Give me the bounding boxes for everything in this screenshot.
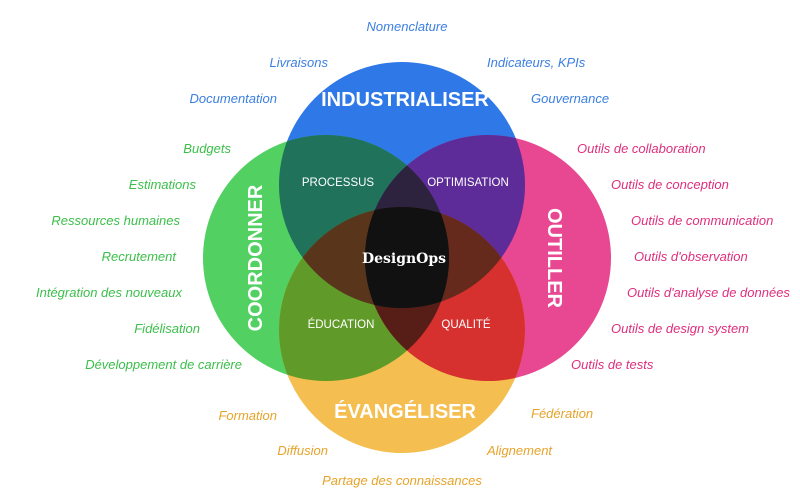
label-education: ÉDUCATION bbox=[308, 318, 375, 331]
item-ressources-humaines: Ressources humaines bbox=[51, 213, 180, 228]
item-estimations: Estimations bbox=[129, 177, 197, 192]
item-documentation: Documentation bbox=[190, 91, 277, 106]
item-indicateurs: Indicateurs, KPIs bbox=[487, 55, 586, 70]
title-evangeliser: ÉVANGÉLISER bbox=[334, 400, 476, 423]
item-outils-collaboration: Outils de collaboration bbox=[577, 141, 706, 156]
title-coordonner: COORDONNER bbox=[245, 184, 267, 331]
item-livraisons: Livraisons bbox=[269, 55, 328, 70]
overlap-core bbox=[365, 207, 449, 308]
items-industrialiser: Nomenclature Livraisons Indicateurs, KPI… bbox=[190, 19, 610, 106]
item-partage-connaissances: Partage des connaissances bbox=[322, 473, 482, 488]
item-budgets: Budgets bbox=[183, 141, 231, 156]
label-optimisation: OPTIMISATION bbox=[427, 177, 509, 189]
item-alignement: Alignement bbox=[486, 443, 553, 458]
label-designops: DesignOps bbox=[362, 251, 446, 267]
item-fidelisation: Fidélisation bbox=[134, 321, 200, 336]
title-outiller: OUTILLER bbox=[543, 208, 565, 309]
items-evangeliser: Formation Fédération Diffusion Alignemen… bbox=[218, 406, 593, 488]
items-coordonner: Budgets Estimations Ressources humaines … bbox=[36, 141, 242, 372]
item-gouvernance: Gouvernance bbox=[531, 91, 609, 106]
item-recrutement: Recrutement bbox=[102, 249, 178, 264]
item-outils-analyse: Outils d'analyse de données bbox=[627, 285, 790, 300]
item-outils-design-system: Outils de design system bbox=[611, 321, 749, 336]
item-nomenclature: Nomenclature bbox=[367, 19, 448, 34]
item-outils-communication: Outils de communication bbox=[631, 213, 773, 228]
label-processus: PROCESSUS bbox=[302, 177, 375, 189]
items-outiller: Outils de collaboration Outils de concep… bbox=[571, 141, 790, 372]
item-outils-conception: Outils de conception bbox=[611, 177, 729, 192]
item-outils-observation: Outils d'observation bbox=[634, 249, 748, 264]
item-federation: Fédération bbox=[531, 406, 593, 421]
item-formation: Formation bbox=[218, 408, 277, 423]
label-qualite: QUALITÉ bbox=[441, 318, 491, 331]
title-industrialiser: INDUSTRIALISER bbox=[321, 89, 489, 111]
item-integration: Intégration des nouveaux bbox=[36, 285, 182, 300]
item-diffusion: Diffusion bbox=[277, 443, 328, 458]
item-outils-tests: Outils de tests bbox=[571, 357, 654, 372]
item-developpement-carriere: Développement de carrière bbox=[85, 357, 242, 372]
